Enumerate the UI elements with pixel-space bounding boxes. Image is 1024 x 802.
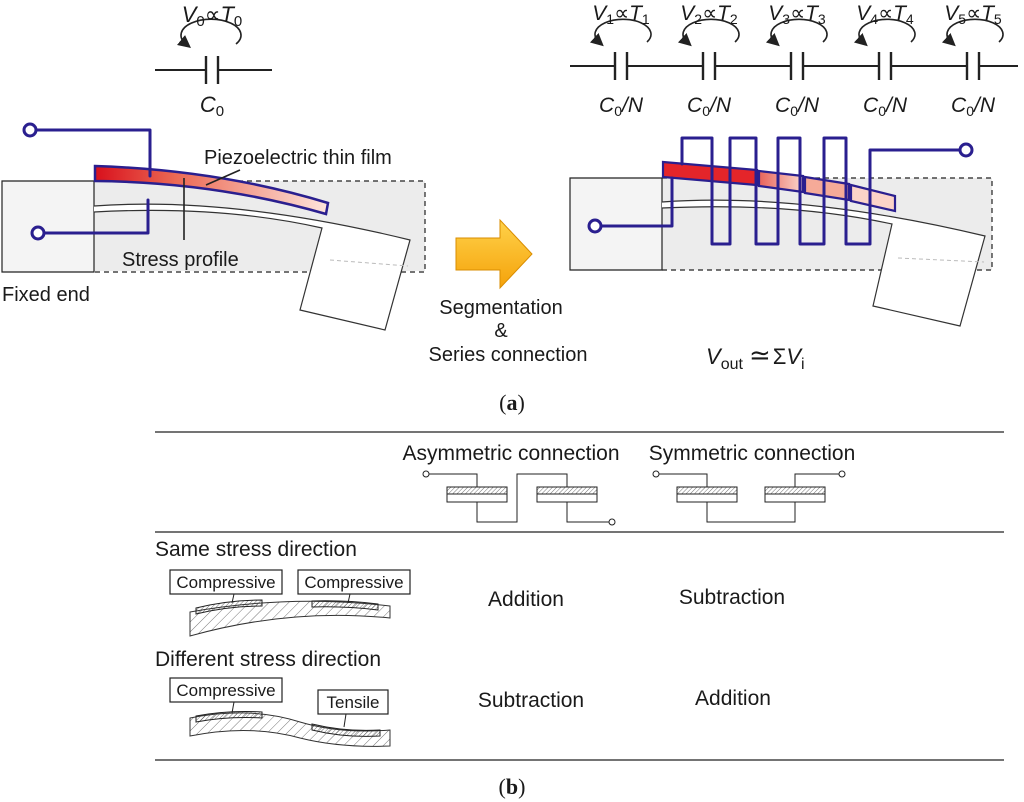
row-same-stress: Same stress direction Compressive Compre… [155,538,785,637]
bottom-electrode-wire [38,198,150,235]
charge-arrow-5 [941,18,1004,47]
charge-arrow [176,18,242,49]
fixed-end-label: Fixed end [2,284,90,306]
vout-equation: Vout≃ΣVi [706,340,805,373]
segment-capacitance-3: C0/N [775,94,820,119]
row2-right-tag: Tensile [327,693,380,712]
row2-left-tag: Compressive [176,681,275,700]
film-segment-4 [849,183,897,213]
segment-voltage-relation-3: V3∝T3 [768,2,826,27]
segment-voltage-relation-5: V5∝T5 [944,2,1002,27]
segment-voltage-relation-4: V4∝T4 [856,2,914,27]
single-capacitor-schematic: V0∝T0 C0 [155,2,272,120]
row-different-stress: Different stress direction Compressive T… [155,648,771,747]
row2-asym-result: Subtraction [478,689,584,712]
row1-left-tag: Compressive [176,573,275,592]
single-voltage-relation: V0∝T0 [182,2,243,30]
comparison-table: Asymmetric connection Symmetric connecti… [155,431,1004,761]
fixed-end-block-right [569,177,663,271]
charge-arrow-3 [765,18,828,47]
row1-sym-result: Subtraction [679,586,785,609]
terminal-right-top [958,142,974,158]
single-capacitance-label: C0 [200,92,224,120]
segment-capacitance-1: C0/N [599,94,644,119]
arrow-text-series: Series connection [429,344,588,366]
series-capacitor-schematic: V1∝T1C0/NV2∝T2C0/NV3∝T3C0/NV4∝T4C0/NV5∝T… [570,2,1018,119]
film-segment-3 [803,175,851,202]
segment-voltage-relation-1: V1∝T1 [592,2,650,27]
terminal-bottom [30,225,46,241]
series-wiring [596,136,964,246]
segment-voltage-relation-2: V2∝T2 [680,2,738,27]
cantilever-segmented: Vout≃ΣVi [569,136,993,373]
top-electrode-wire [34,128,152,178]
film-segment-2 [757,169,805,194]
fixed-end-block [1,180,95,273]
charge-arrow-1 [589,18,652,47]
beam-s-curve [189,712,391,747]
arrow-text-segmentation: Segmentation [439,297,562,319]
transform-arrow: Segmentation & Series connection [429,218,588,366]
charge-arrow-4 [853,18,916,47]
row1-right-tag: Compressive [304,573,403,592]
charge-arrow-2 [677,18,740,47]
asymmetric-connection-icon [422,470,616,526]
symmetric-connection-icon [652,470,846,523]
stress-profile-label: Stress profile [122,249,239,271]
terminal-top [22,122,38,138]
segment-capacitance-4: C0/N [863,94,908,119]
col-asymmetric-header: Asymmetric connection [402,442,619,465]
segment-capacitance-5: C0/N [951,94,996,119]
row1-heading: Same stress direction [155,538,357,561]
bent-beam [93,203,411,331]
col-symmetric-header: Symmetric connection [649,442,856,465]
segment-capacitance-2: C0/N [687,94,732,119]
row2-heading: Different stress direction [155,648,381,671]
film-label: Piezoelectric thin film [204,147,392,169]
piezo-thin-film [93,164,330,216]
row2-sym-result: Addition [695,687,771,710]
terminal-right-bottom [587,218,603,234]
yellow-arrow-icon [455,218,533,290]
bent-beam-right [661,199,986,327]
cantilever-unsegmented: Piezoelectric thin film Stress profile F… [1,122,426,331]
panel-a-label: (a) [499,390,525,415]
arrow-text-ampersand: & [494,320,508,342]
row1-asym-result: Addition [488,588,564,611]
panel-b-label: (b) [499,774,526,799]
